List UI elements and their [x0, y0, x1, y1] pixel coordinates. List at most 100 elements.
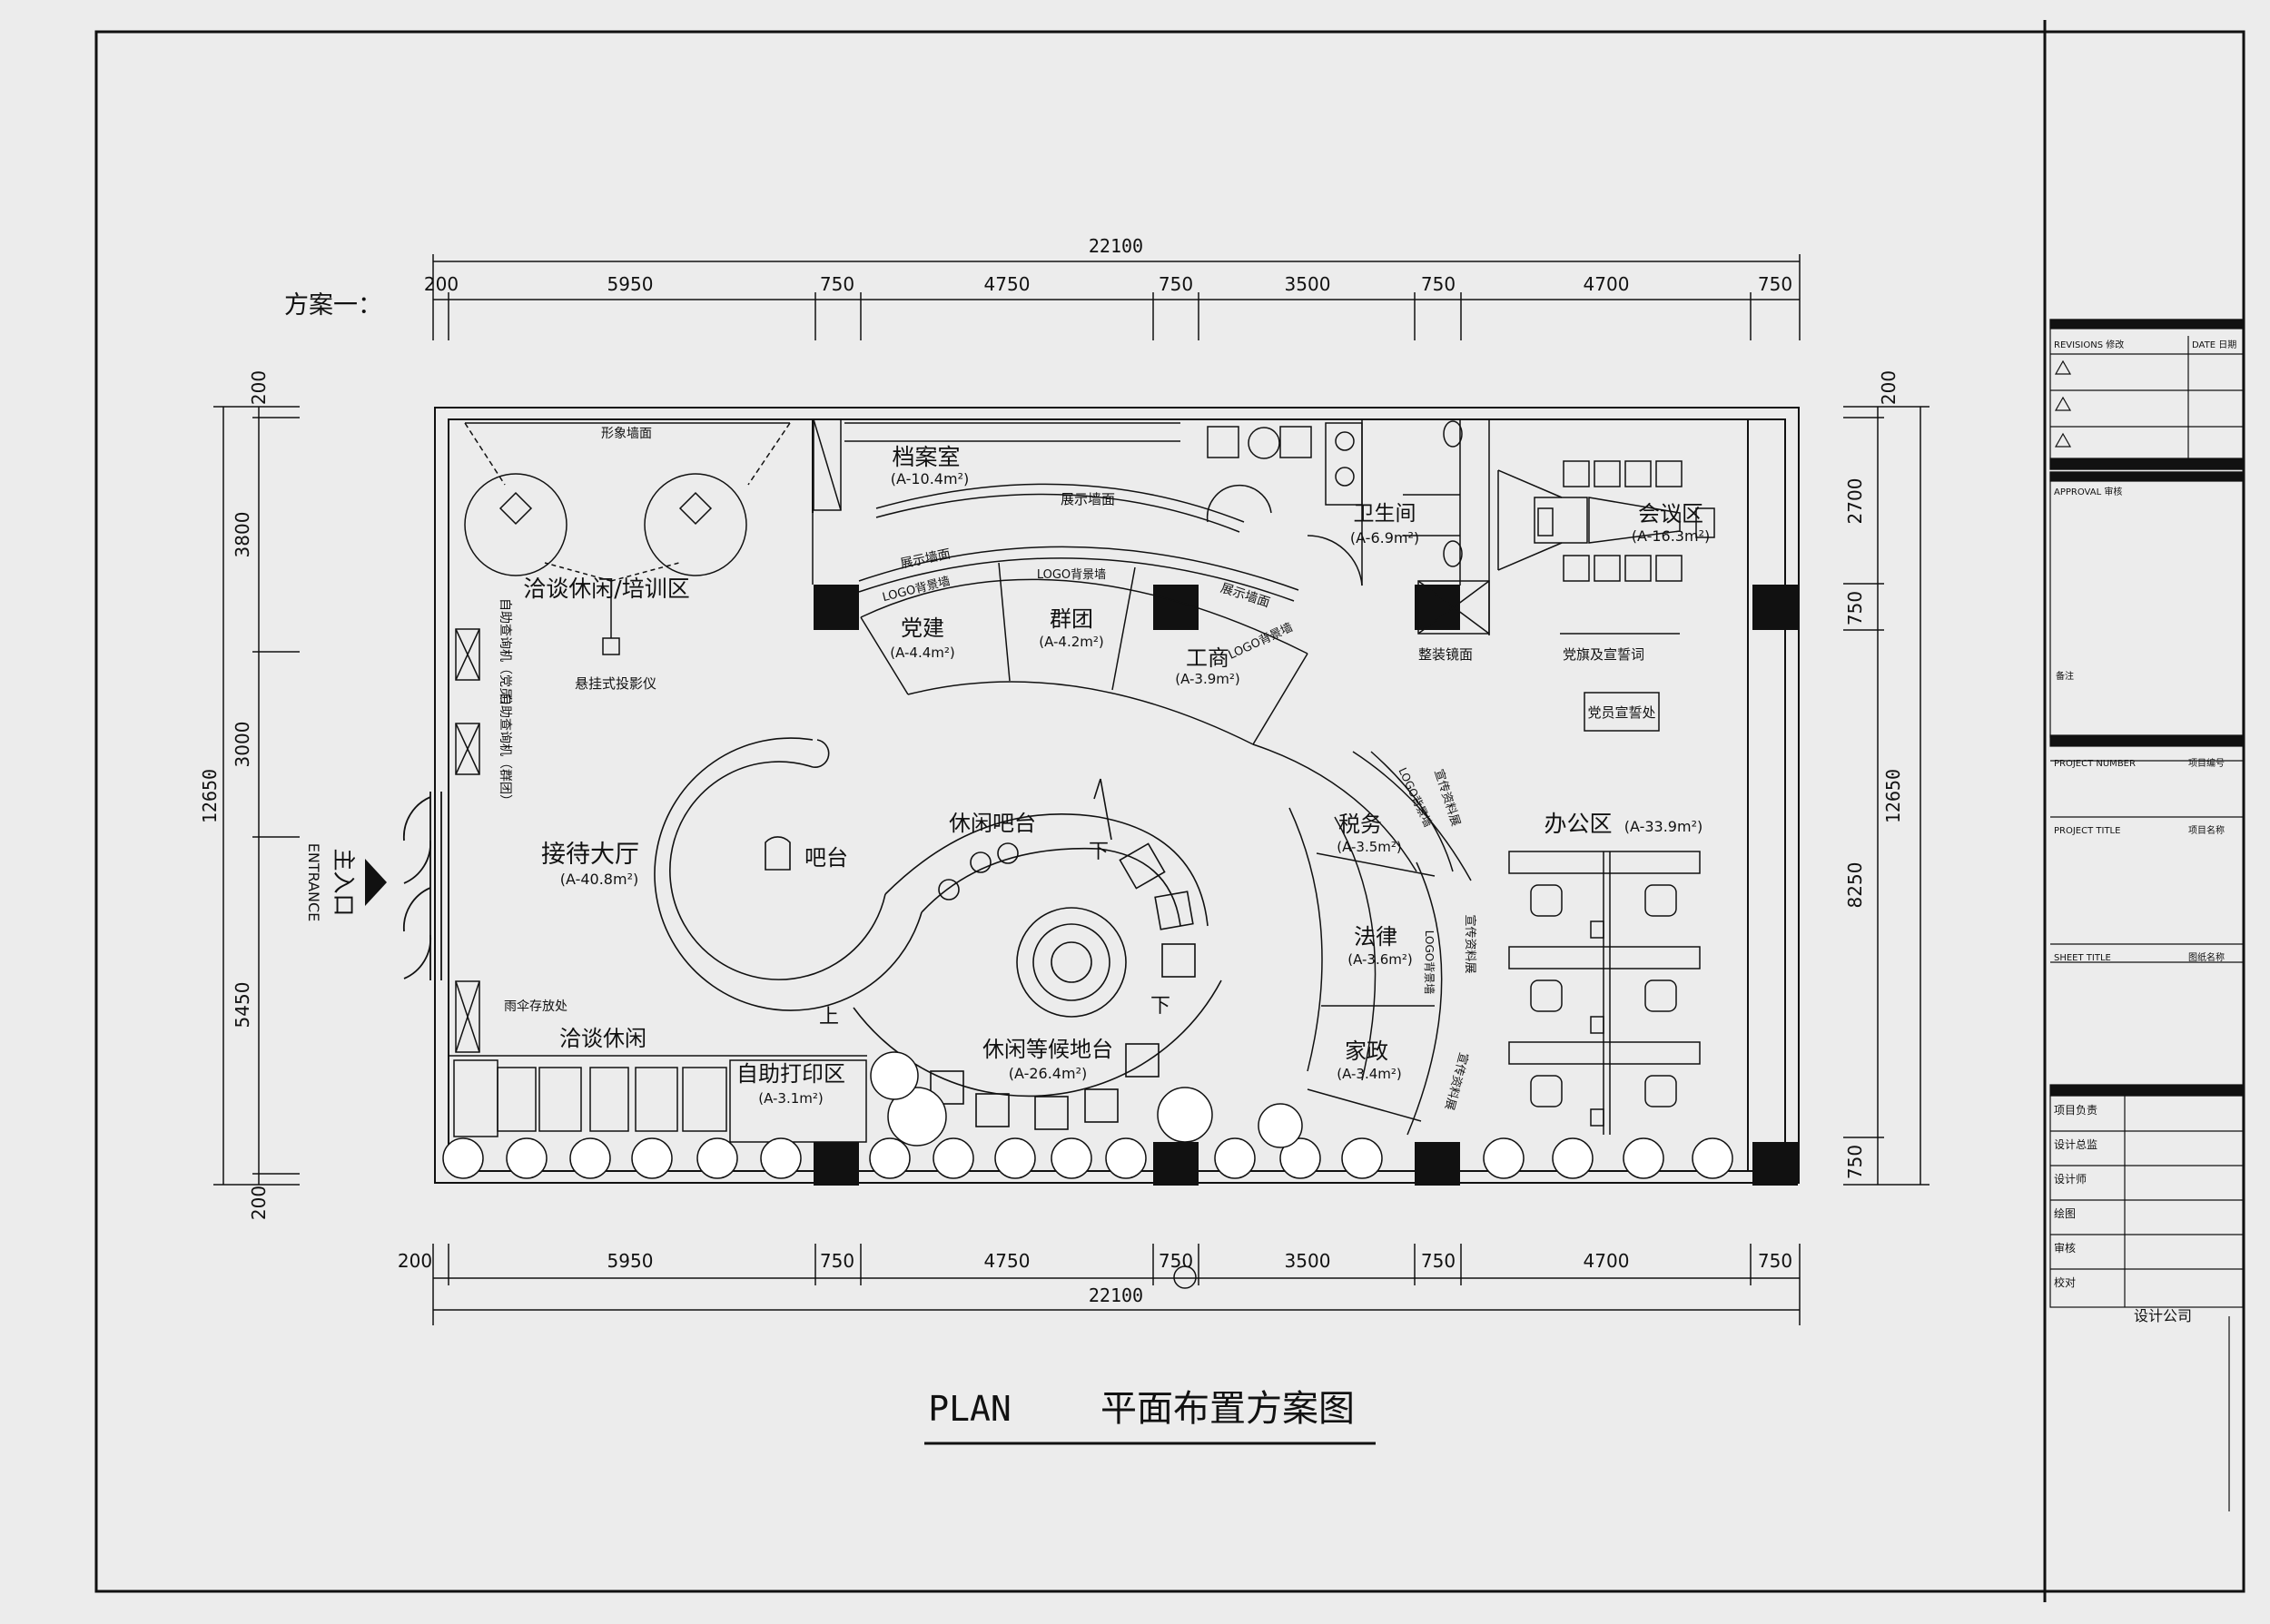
entrance-label-zh: 主入口	[331, 848, 357, 916]
right-seg-1: 200	[1878, 370, 1900, 405]
bottom-seg-8: 4700	[1584, 1250, 1630, 1272]
bar-label: 吧台	[804, 845, 848, 871]
title-block-project-title: PROJECT TITLE	[2054, 826, 2120, 836]
bottom-seg-3: 750	[820, 1250, 854, 1272]
group-label: 群团	[1050, 606, 1093, 632]
right-seg-4: 8250	[1844, 862, 1866, 909]
service-window-ring	[860, 562, 1472, 1081]
restroom-walls	[1307, 419, 1490, 635]
drawing-title-en: PLAN	[928, 1389, 1012, 1429]
office-area: (A-33.9m²)	[1624, 818, 1702, 835]
warning-icon	[2054, 359, 2072, 375]
right-seg-3: 750	[1844, 591, 1866, 625]
title-block	[2049, 319, 2244, 1511]
scheme-label: 方案一：	[284, 291, 382, 320]
tax-label: 税务	[1338, 812, 1382, 837]
right-seg-5: 750	[1844, 1145, 1866, 1179]
title-block-project-number: PROJECT NUMBER	[2054, 759, 2136, 769]
right-segment-labels: 200 2700 750 8250 750	[1844, 370, 1900, 1179]
left-seg-5: 200	[248, 1186, 270, 1220]
title-block-row-6: 校对	[2054, 1275, 2076, 1289]
top-seg-5: 750	[1159, 273, 1193, 295]
housekeeping-label: 家政	[1345, 1038, 1388, 1064]
top-seg-2: 5950	[607, 273, 654, 295]
title-block-project-title-zh: 项目名称	[2188, 824, 2225, 836]
publicity-note-2: 宣传资料展	[1463, 914, 1477, 973]
logo-wall-note-2: LOGO背景墙	[1037, 568, 1106, 582]
bottom-dimension-marker	[1173, 1265, 1197, 1289]
waiting-label: 休闲等候地台	[982, 1037, 1113, 1062]
reception-label: 接待大厅	[541, 841, 639, 869]
restroom-label: 卫生间	[1354, 502, 1416, 526]
office-label: 办公区	[1544, 811, 1612, 837]
bottom-seg-6: 3500	[1285, 1250, 1331, 1272]
planter-row	[442, 1051, 1733, 1179]
meeting-label: 会议区	[1638, 501, 1703, 527]
consult-booths	[1307, 751, 1454, 1136]
left-seg-1: 200	[248, 370, 270, 405]
tax-area: (A-3.5m²)	[1337, 839, 1402, 855]
top-seg-1: 200	[424, 273, 459, 295]
title-block-row-5: 审核	[2054, 1241, 2076, 1255]
self-machine-note-1: 自助查询机（党员）	[498, 598, 512, 713]
title-block-project-number-zh: 项目编号	[2188, 757, 2225, 769]
left-seg-3: 3000	[232, 722, 253, 768]
party-area: (A-4.4m²)	[890, 645, 955, 661]
archive-label: 档案室	[892, 444, 960, 470]
entrance-arrow	[365, 859, 387, 906]
left-seg-4: 5450	[232, 982, 253, 1029]
top-dimensions	[432, 254, 1801, 340]
mirror-note: 整装镜面	[1418, 646, 1473, 663]
projector-note: 悬挂式投影仪	[575, 675, 656, 692]
warning-icon	[2054, 396, 2072, 411]
leisure-bar-label: 休闲吧台	[949, 811, 1036, 836]
archive-walls	[812, 418, 1299, 602]
title-block-row-1: 项目负责	[2054, 1104, 2097, 1117]
entrance-doors	[402, 792, 442, 980]
reception-area: (A-40.8m²)	[560, 871, 638, 888]
party-member-point-note: 党员宣誓处	[1587, 704, 1655, 721]
right-seg-2: 2700	[1844, 478, 1866, 525]
top-total-dimension: 22100	[1089, 235, 1143, 257]
commerce-area: (A-3.9m²)	[1175, 671, 1240, 687]
image-wall-note: 形象墙面	[601, 427, 652, 441]
warning-icon	[2054, 432, 2072, 448]
top-seg-4: 4750	[984, 273, 1031, 295]
party-publicity-note: 党旗及宣誓词	[1563, 646, 1644, 663]
left-segment-labels: 200 3800 3000 5450 200	[232, 370, 270, 1220]
title-block-row-3: 设计师	[2054, 1173, 2087, 1186]
title-block-approval: APPROVAL 审核	[2054, 486, 2122, 497]
down-note-2: 下	[1150, 995, 1170, 1018]
archive-seating	[1207, 422, 1363, 506]
negotiation-leisure-label: 洽谈休闲	[559, 1026, 646, 1051]
revision-warning-icons	[2054, 359, 2072, 448]
top-seg-7: 750	[1421, 273, 1456, 295]
down-note-1: 下	[1089, 841, 1109, 863]
title-block-sheet-title: SHEET TITLE	[2054, 953, 2111, 963]
bottom-seg-5: 750	[1159, 1250, 1193, 1272]
title-block-text: REVISIONS 修改 DATE 日期 APPROVAL 审核 备注 PROJ…	[2054, 339, 2236, 1324]
self-service-machines	[455, 628, 480, 1053]
structural-columns	[814, 585, 1798, 1186]
top-seg-3: 750	[820, 273, 854, 295]
left-dimensions	[213, 406, 300, 1186]
left-seg-2: 3800	[232, 512, 253, 558]
left-total-dimension: 12650	[199, 769, 221, 823]
right-total-dimension: 12650	[1882, 769, 1904, 823]
self-machine-note-2: 自助查询机（群团）	[498, 693, 512, 807]
logo-wall-note-4: LOGO背景墙	[1423, 930, 1436, 994]
bottom-total-dimension: 22100	[1089, 1284, 1143, 1306]
law-label: 法律	[1354, 924, 1397, 950]
office-workstations	[1508, 851, 1701, 1135]
restroom-area: (A-6.9m²)	[1350, 529, 1419, 546]
bottom-seg-4: 4750	[984, 1250, 1031, 1272]
meeting-furniture	[1497, 460, 1715, 635]
umbrella-note: 雨伞存放处	[504, 999, 568, 1014]
sheet-border	[94, 30, 2245, 1593]
display-wall-note-1: 展示墙面	[1061, 491, 1115, 507]
waiting-area: (A-26.4m²)	[1009, 1065, 1087, 1082]
negotiation-leisure-furniture	[449, 1055, 867, 1143]
